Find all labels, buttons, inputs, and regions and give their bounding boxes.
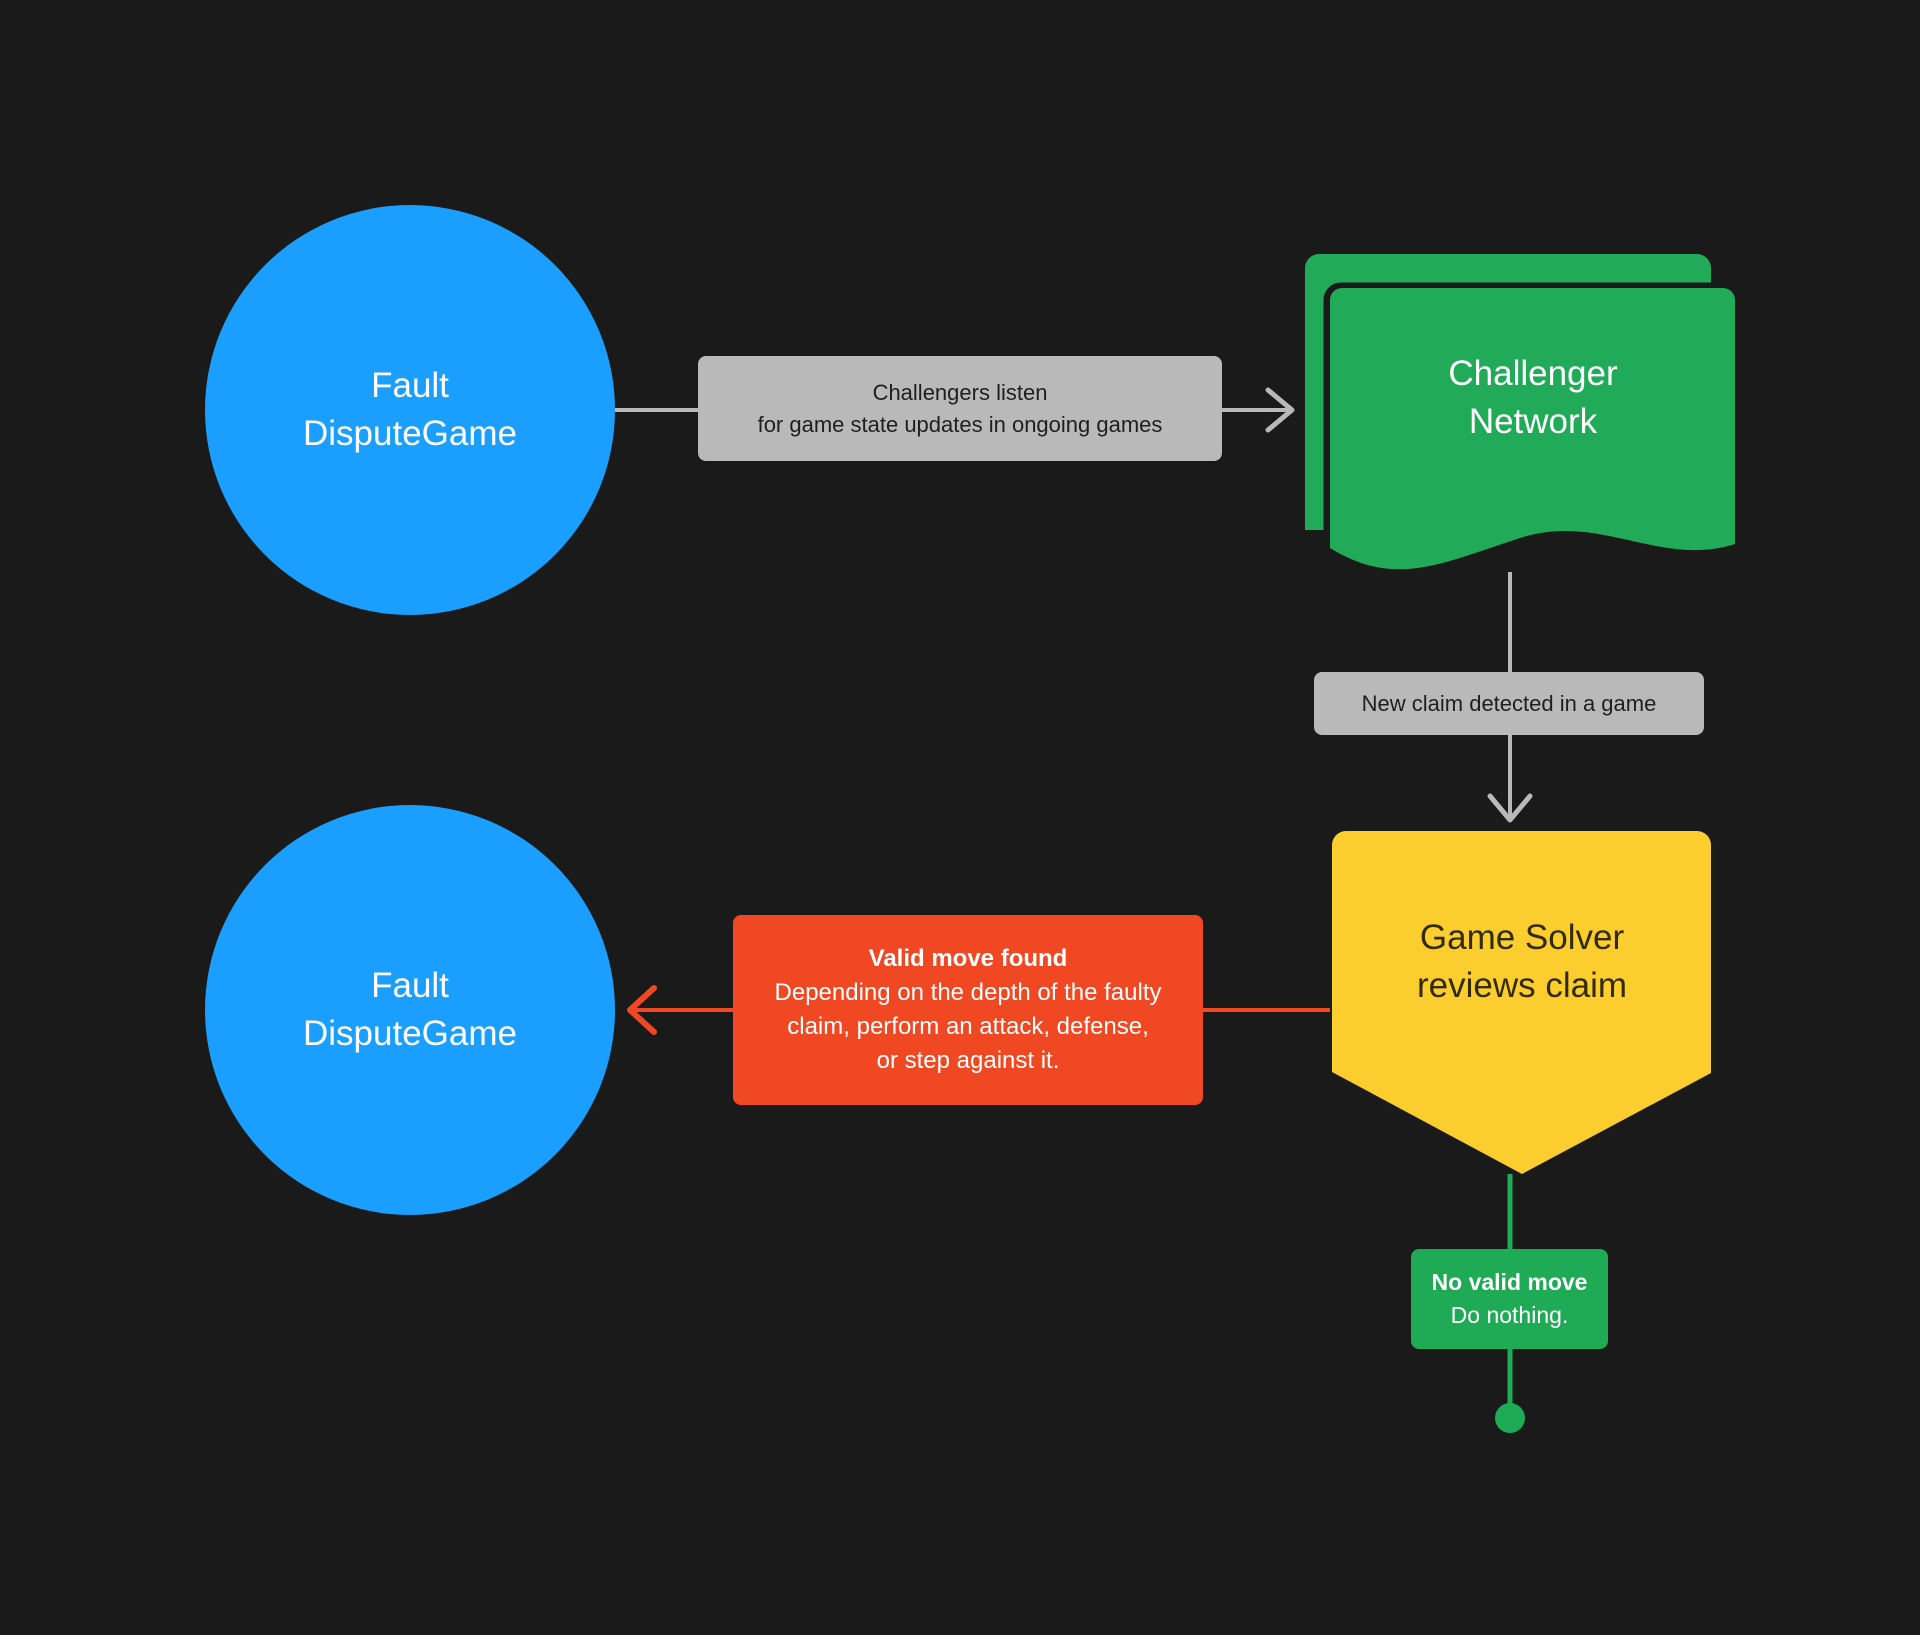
arrowhead-down-icon [1487, 793, 1533, 823]
edge-label-title: No valid move [1431, 1269, 1588, 1296]
edge-label-line: Challengers listen [872, 380, 1048, 406]
edge-label-line: or step against it. [876, 1047, 1060, 1075]
document-sheet-gap [1323, 282, 1727, 552]
node-game-solver[interactable] [1332, 831, 1711, 1174]
arrowhead-left-icon [627, 985, 657, 1035]
edge-label-line: New claim detected in a game [1361, 690, 1657, 716]
edge-label-valid-move-found: Valid move found Depending on the depth … [733, 915, 1203, 1105]
edge-label-no-valid-move: No valid move Do nothing. [1411, 1249, 1608, 1349]
edge-label-line: claim, perform an attack, defense, [787, 1013, 1149, 1040]
edge-label-line: Do nothing. [1450, 1302, 1569, 1328]
edge-label-title: Valid move found [868, 944, 1068, 972]
edge-label-challengers-listen: Challengers listen for game state update… [698, 356, 1222, 461]
edge-label-line: for game state updates in ongoing games [757, 411, 1163, 437]
terminator-dot [1495, 1403, 1525, 1433]
arrowhead-right-icon [1265, 387, 1295, 433]
node-fault-dispute-game-top[interactable] [205, 205, 615, 615]
node-challenger-network[interactable] [1305, 254, 1735, 570]
edge-label-new-claim-detected: New claim detected in a game [1314, 672, 1704, 735]
edge-label-line: Depending on the depth of the faulty [774, 978, 1162, 1006]
node-fault-dispute-game-bottom[interactable] [205, 805, 615, 1215]
document-front-sheet [1330, 288, 1735, 570]
